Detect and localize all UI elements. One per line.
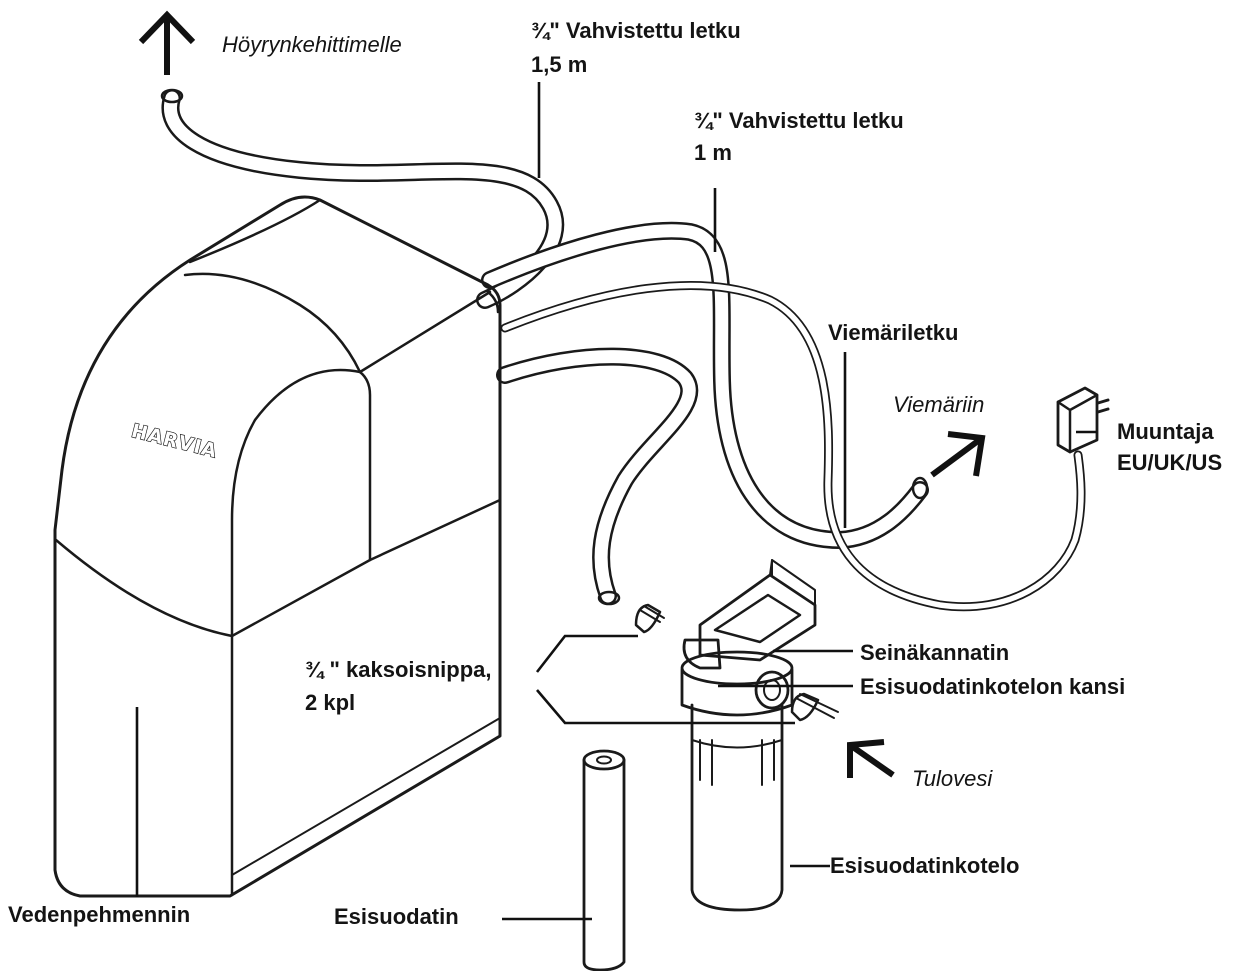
label-nipple-line2: 2 kpl xyxy=(305,690,355,715)
double-nipple-1 xyxy=(634,603,665,634)
hoses xyxy=(160,88,1086,612)
brand-logo: HARVIA xyxy=(129,420,219,463)
label-hose-1-line2: 1 m xyxy=(694,140,732,165)
drain-hose xyxy=(500,281,1086,612)
prefilter-housing-assembly xyxy=(634,559,839,912)
arrow-up-icon xyxy=(138,10,196,75)
label-adapter-line2: EU/UK/US xyxy=(1117,450,1222,475)
label-steam-outlet: Höyrynkehittimelle xyxy=(222,32,402,57)
label-housing-cover: Esisuodatinkotelon kansi xyxy=(860,674,1125,699)
double-nipple-2 xyxy=(790,692,839,722)
labels: Höyrynkehittimelle ¾" Vahvistettu letku … xyxy=(8,18,1222,929)
label-housing: Esisuodatinkotelo xyxy=(830,853,1019,878)
arrows xyxy=(138,10,986,778)
water-softener-unit: HARVIA xyxy=(53,195,502,898)
label-wall-bracket: Seinäkannatin xyxy=(860,640,1009,665)
prefilter-cartridge xyxy=(582,749,626,971)
label-hose-15-line2: 1,5 m xyxy=(531,52,587,77)
leader-lines xyxy=(135,82,1097,921)
hose-end-nipple xyxy=(597,590,621,606)
label-hose-15-line1: ¾" Vahvistettu letku xyxy=(531,18,741,43)
label-adapter-line1: Muuntaja xyxy=(1117,419,1214,444)
hose-1m xyxy=(481,221,929,549)
hose-end-drain xyxy=(911,476,929,500)
label-nipple-line1: ¾ " kaksoisnippa, xyxy=(305,657,492,682)
power-adapter xyxy=(1056,386,1110,454)
label-prefilter: Esisuodatin xyxy=(334,904,459,929)
arrow-drain-icon xyxy=(930,431,986,478)
hose-end-steam xyxy=(160,88,184,104)
label-to-drain: Viemäriin xyxy=(893,392,984,417)
label-inlet-water: Tulovesi xyxy=(912,766,993,791)
arrow-inlet-icon xyxy=(847,739,895,778)
label-hose-1-line1: ¾" Vahvistettu letku xyxy=(694,108,904,133)
label-softener: Vedenpehmennin xyxy=(8,902,190,927)
label-drain-hose: Viemäriletku xyxy=(828,320,958,345)
